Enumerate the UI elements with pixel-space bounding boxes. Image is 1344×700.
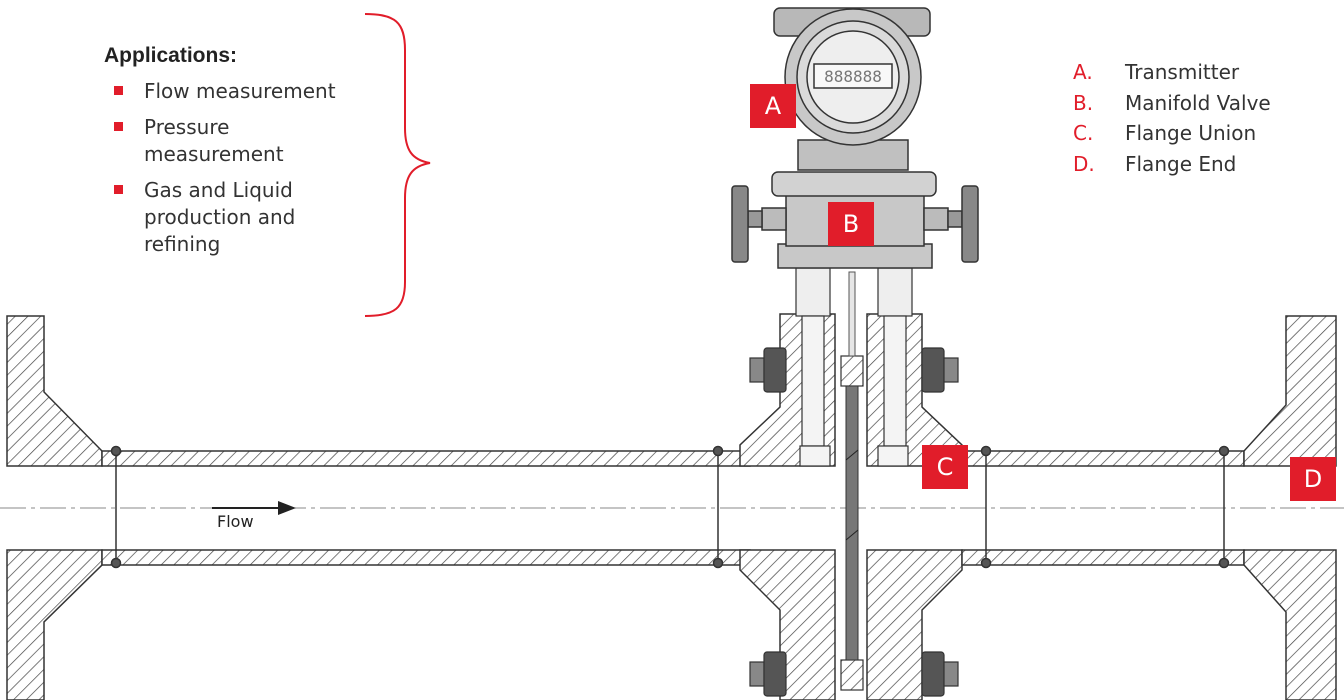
square-bullet-icon <box>114 185 123 194</box>
lcd-display: 888888 <box>824 67 882 86</box>
left-union-flange-bottom <box>739 549 836 700</box>
legend-item: A. Transmitter <box>1073 58 1271 87</box>
right-flange-end-top <box>1243 315 1337 467</box>
tag-b-manifold-valve: B <box>828 202 874 246</box>
application-label: Flow measurement <box>144 79 336 103</box>
bolts <box>749 347 959 697</box>
orifice-plate-top <box>840 355 864 387</box>
square-bullet-icon <box>114 122 123 131</box>
square-bullet-icon <box>114 86 123 95</box>
list-item: Pressure measurement <box>104 114 374 168</box>
tag-a-transmitter: A <box>750 84 796 128</box>
legend-label: Flange Union <box>1125 121 1257 145</box>
legend-item: D. Flange End <box>1073 150 1271 179</box>
right-pipe-wall-top <box>961 450 1245 467</box>
transmitter <box>773 7 931 171</box>
impulse-tubes <box>795 267 913 467</box>
flow-label: Flow <box>217 512 254 531</box>
right-union-flange-top <box>866 313 963 467</box>
application-label: Pressure measurement <box>144 115 284 166</box>
orifice-plate-stem <box>845 385 859 661</box>
legend-item: B. Manifold Valve <box>1073 89 1271 118</box>
left-pipe-wall-bottom <box>101 549 751 566</box>
applications-title: Applications: <box>104 44 238 67</box>
orifice-plate-bottom <box>840 659 864 691</box>
list-item: Flow measurement <box>104 78 374 105</box>
legend-item: C. Flange Union <box>1073 119 1271 148</box>
left-pipe-wall-top <box>101 450 751 467</box>
brace-shape <box>364 13 431 317</box>
legend-letter: A. <box>1073 60 1093 84</box>
left-flange-end-bottom <box>6 549 103 700</box>
legend-letter: C. <box>1073 121 1094 145</box>
list-item: Gas and Liquid production and refining <box>104 177 374 258</box>
legend-letter: D. <box>1073 151 1095 176</box>
legend-letter: B. <box>1073 90 1094 115</box>
right-pipe-wall-bottom <box>961 549 1245 566</box>
application-label: Gas and Liquid production and refining <box>144 178 296 256</box>
tag-c-flange-union: C <box>922 445 968 489</box>
tag-d-flange-end: D <box>1290 457 1336 501</box>
legend-label: Transmitter <box>1125 60 1240 84</box>
weld-joints <box>110 445 1230 569</box>
applications-panel: Applications: Flow measurement Pressure … <box>104 44 374 267</box>
left-flange-end-top <box>6 315 103 467</box>
applications-list: Flow measurement Pressure measurement Ga… <box>104 78 374 258</box>
legend-label: Flange End <box>1125 151 1237 176</box>
right-flange-end-bottom <box>1243 549 1337 700</box>
parts-legend: A. Transmitter B. Manifold Valve C. Flange … <box>1073 58 1271 180</box>
legend-label: Manifold Valve <box>1125 90 1271 115</box>
